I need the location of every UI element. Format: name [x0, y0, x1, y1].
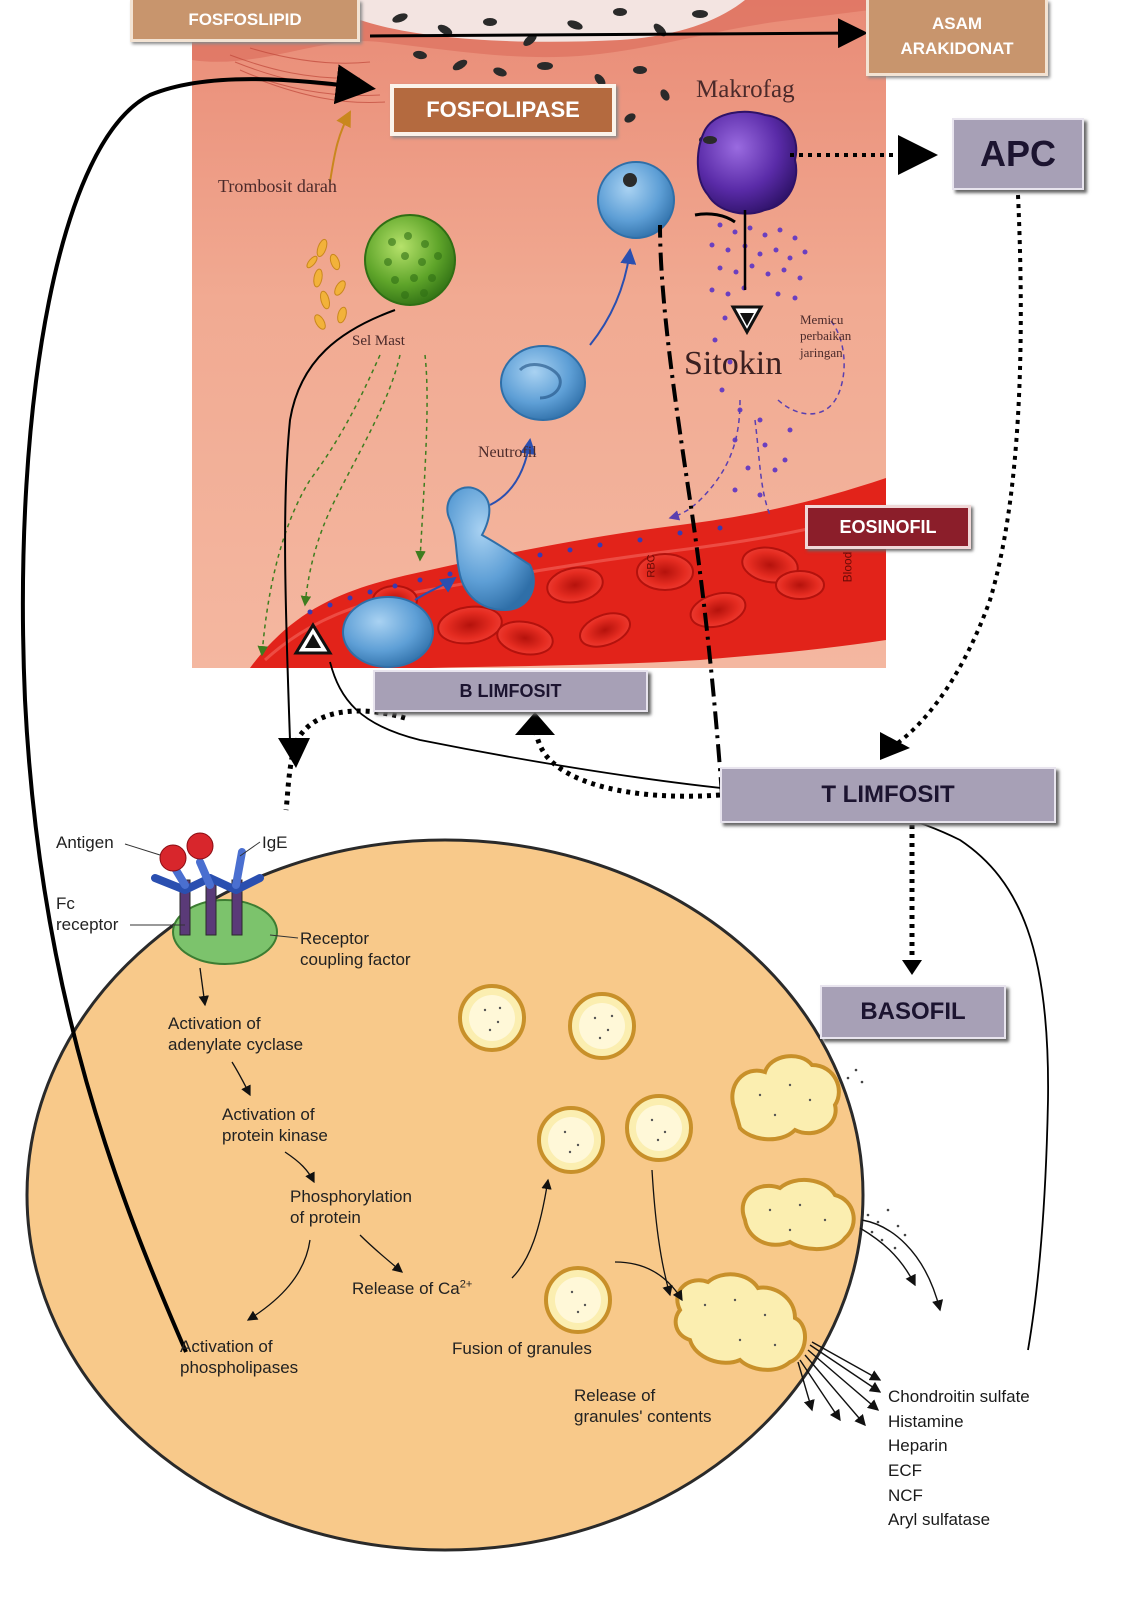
substance-item: ECF — [888, 1460, 922, 1480]
step-phosphorylation: Phosphorylation of protein — [290, 1187, 412, 1228]
fosfolipase-box: FOSFOLIPASE — [390, 84, 616, 136]
eosinofil-label: EOSINOFIL — [839, 516, 937, 537]
apc-label: APC — [979, 133, 1056, 174]
release-granules-label: Release of granules' contents — [574, 1386, 712, 1427]
substance-item: NCF — [888, 1485, 923, 1505]
basofil-box: BASOFIL — [820, 985, 1006, 1039]
leukocyte-cell — [342, 596, 434, 668]
antigen-label: Antigen — [56, 833, 114, 852]
ca-superscript: 2+ — [459, 1278, 473, 1291]
fosfolipid-label: FOSFOSLIPID — [188, 9, 302, 29]
fosfolipase-label: FOSFOLIPASE — [426, 97, 580, 122]
platelets — [306, 238, 347, 330]
blood-label: Blood — [840, 551, 855, 583]
substance-item: Heparin — [888, 1436, 948, 1456]
apc-box: APC — [952, 118, 1084, 190]
migrating-cell — [446, 486, 535, 612]
t-limfosit-box: T LIMFOSIT — [720, 767, 1056, 823]
step-adenylate-cyclase: Activation of adenylate cyclase — [168, 1014, 304, 1055]
macrophage-cell — [696, 110, 798, 215]
cytokine-dots — [709, 222, 808, 498]
step-phospholipases: Activation of phospholipases — [180, 1337, 299, 1378]
granules — [458, 984, 856, 1372]
ige-receptors — [151, 832, 264, 936]
substance-item: Histamine — [888, 1411, 964, 1431]
sel-mast-label: Sel Mast — [352, 333, 405, 349]
mast-cell — [364, 214, 456, 306]
memicu-label: Memicu perbaikan jaringan — [800, 312, 852, 360]
release-ca-text: Release of Ca — [352, 1279, 460, 1298]
fusion-label: Fusion of granules — [452, 1339, 592, 1358]
substance-item: Aryl sulfatase — [888, 1510, 991, 1530]
step-release-ca: Release of Ca2+ — [352, 1278, 472, 1299]
asam-arakidonat-box: ASAM ARAKIDONAT — [866, 0, 1048, 76]
rbc-label: RBC — [645, 554, 658, 578]
asam-arakidonat-label: ASAM ARAKIDONAT — [900, 13, 1014, 58]
basophil-cell-body — [25, 838, 865, 1552]
coupling-factor-label: Receptor coupling factor — [300, 929, 411, 970]
makrofag-label: Makrofag — [696, 76, 795, 103]
receptor-coupling — [172, 899, 278, 965]
eosinofil-box: EOSINOFIL — [805, 505, 971, 549]
ige-label: IgE — [262, 833, 288, 852]
sitokin-label: Sitokin — [684, 345, 783, 382]
neutrofil-label: Neutrofil — [478, 444, 537, 461]
released-substances-list: Chondroitin sulfate Histamine Heparin EC… — [888, 1385, 1030, 1533]
b-limfosit-label: B LIMFOSIT — [459, 680, 562, 701]
red-blood-cells — [372, 546, 825, 656]
neutrophil-cell — [500, 345, 586, 421]
substance-item: Chondroitin sulfate — [888, 1387, 1030, 1406]
monocyte-cell — [597, 161, 675, 239]
fc-receptor-label: Fc receptor — [56, 894, 119, 935]
trombosit-label: Trombosit darah — [218, 176, 337, 196]
b-limfosit-box: B LIMFOSIT — [373, 670, 648, 712]
step-protein-kinase: Activation of protein kinase — [222, 1105, 328, 1146]
t-limfosit-label: T LIMFOSIT — [821, 781, 955, 808]
basofil-label: BASOFIL — [860, 998, 966, 1025]
fosfolipid-box: FOSFOSLIPID — [130, 0, 360, 42]
